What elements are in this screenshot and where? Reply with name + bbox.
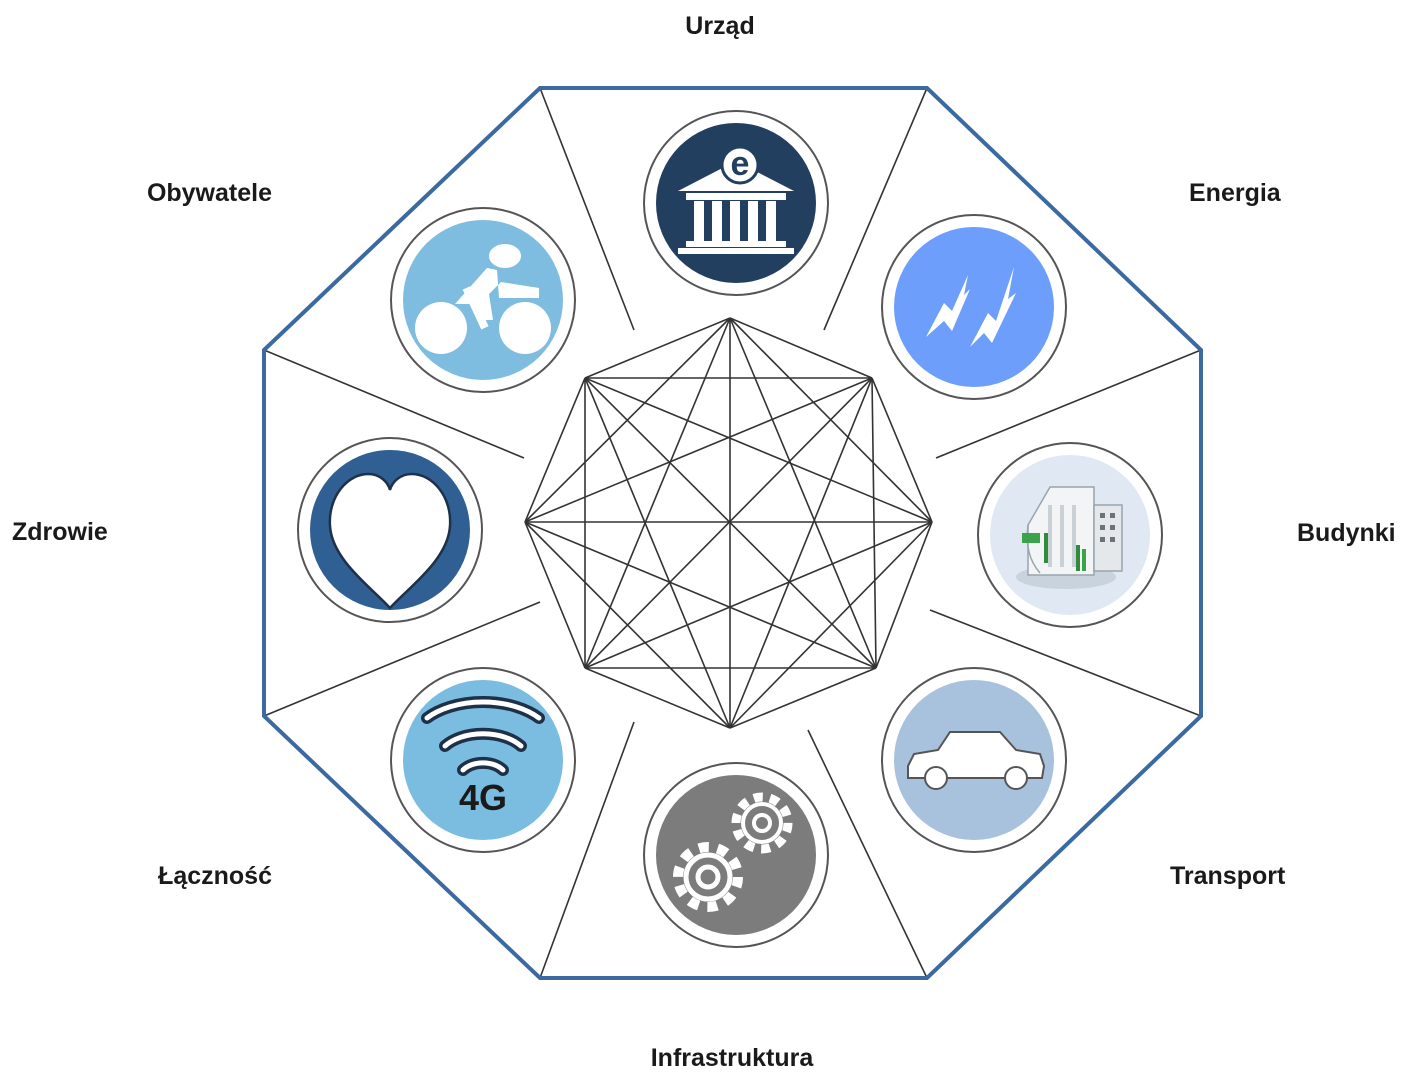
sector-energia [881,214,1067,400]
network-edge [871,377,877,669]
sector-divider-line [263,349,525,459]
gears-icon [673,792,793,912]
sector-zdrowie [297,437,483,623]
sector-lacznosc: 4G [390,667,576,853]
infrastruktura-circle [656,775,816,935]
sector-divider-line [823,87,928,331]
network-edge [729,667,877,729]
sector-obywatele [390,207,576,393]
sector-infrastruktura [643,762,829,948]
network-edge [524,521,586,669]
label-urzad: Urząd [685,12,755,40]
sector-divider-line [539,721,635,979]
network-edge [729,521,933,729]
sector-urzad: e [643,110,829,296]
label-lacznosc: Łączność [158,862,272,890]
central-network [524,317,933,729]
lightning-bolts-icon [926,267,1016,347]
heart-icon [328,472,452,610]
network-edge [729,317,877,669]
label-budynki: Budynki [1297,519,1396,547]
sector-divider-line [263,601,541,717]
building-icon [1016,486,1123,589]
cyclist-icon [415,244,551,354]
network-edge [524,521,877,669]
network-edge [875,521,933,669]
network-edge [584,377,731,729]
network-edge [524,521,731,729]
sector-divider-line [539,87,635,331]
sector-transport [881,667,1067,853]
wireless-4g-icon [421,696,545,776]
label-zdrowie: Zdrowie [12,518,108,546]
network-edge [524,377,873,523]
network-edge [584,377,873,669]
svg-text:e: e [731,145,750,183]
label-transport: Transport [1170,862,1286,890]
network-edge [584,377,877,669]
label-energia: Energia [1189,179,1281,207]
sector-dividers [263,87,1202,979]
label-obywatele: Obywatele [146,179,272,207]
network-edge [729,317,873,379]
energia-circle [894,227,1054,387]
network-edge [584,377,933,523]
octagon-frame [262,86,1203,980]
network-edge [584,667,731,729]
network-edge [524,377,586,523]
government-building-icon: e [678,145,794,254]
lacznosc-4g-text: 4G [459,777,507,818]
network-edge [584,317,731,379]
network-edge [584,317,731,669]
network-edge [729,377,873,729]
car-icon [907,731,1046,790]
label-infrastruktura: Infrastruktura [650,1044,814,1072]
sector-budynki [977,442,1163,628]
sector-divider-line [935,349,1202,459]
network-edge [584,521,933,669]
sector-divider-line [929,609,1202,717]
sector-divider-line [807,729,928,979]
network-edge [871,377,933,523]
